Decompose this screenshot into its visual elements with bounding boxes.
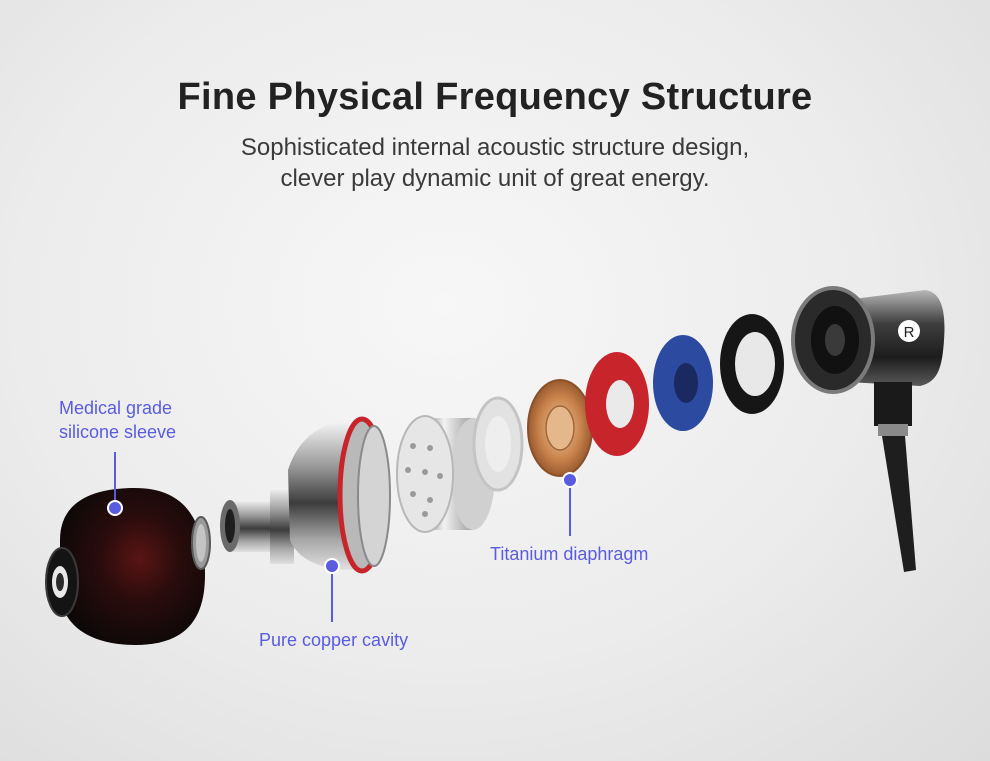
nozzle — [220, 488, 294, 564]
callout-dot-cavity — [324, 558, 340, 574]
blue-spacer-ring — [653, 335, 713, 431]
earphone-housing: R — [791, 286, 945, 572]
mesh-filter — [191, 516, 211, 570]
silicone-ear-tip — [45, 488, 205, 645]
clear-gasket-ring — [472, 396, 524, 492]
callout-markers — [107, 452, 578, 622]
red-spacer-ring — [585, 352, 649, 456]
callout-titanium-diaphragm: Titanium diaphragm — [490, 544, 649, 564]
vent-cylinder — [396, 415, 495, 533]
subtitle-line-2: clever play dynamic unit of great energy… — [280, 165, 710, 192]
black-gasket-ring — [720, 314, 784, 414]
callout-copper-cavity: Pure copper cavity — [259, 630, 409, 650]
callout-dot-sleeve — [107, 500, 123, 516]
callout-silicone-sleeve-line2: silicone sleeve — [59, 422, 177, 442]
page-title: Fine Physical Frequency Structure — [177, 76, 813, 118]
copper-cavity-shell — [288, 416, 391, 574]
subtitle-line-1: Sophisticated internal acoustic structur… — [240, 134, 750, 161]
housing-side-letter: R — [904, 324, 915, 341]
callout-silicone-sleeve: Medical grade silicone sleeve — [59, 396, 176, 444]
callout-silicone-sleeve-line1: Medical grade — [59, 398, 173, 418]
titanium-diaphragm — [527, 379, 593, 477]
callout-dot-diaphragm — [562, 472, 578, 488]
